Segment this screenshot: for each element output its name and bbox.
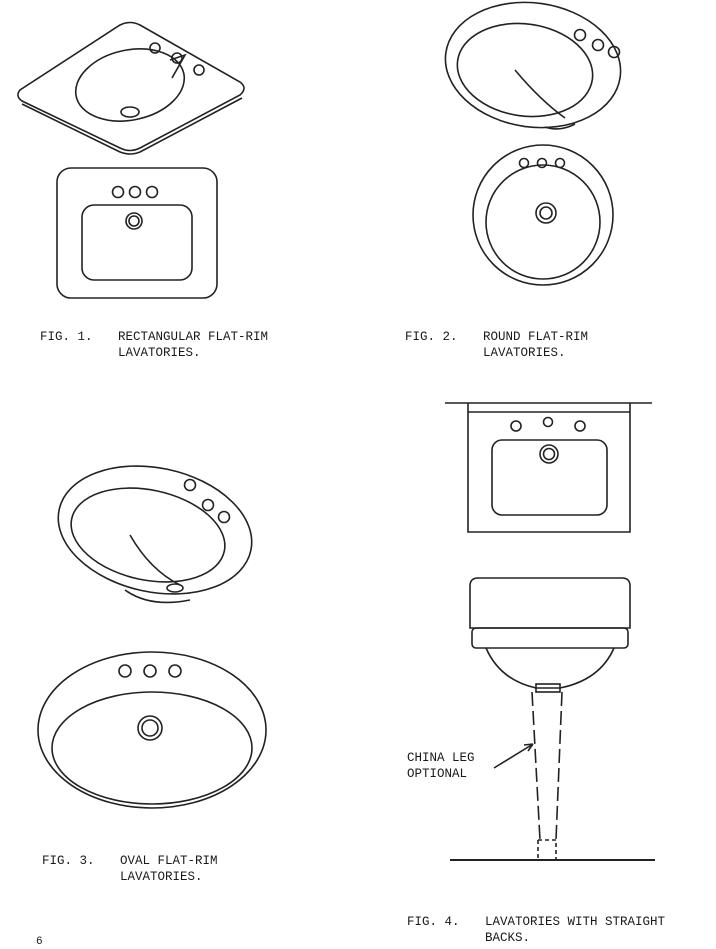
- fig4-title-line2: BACKS.: [485, 931, 531, 945]
- callout-line1: CHINA LEG: [407, 751, 475, 765]
- callout-line2: OPTIONAL: [407, 767, 468, 781]
- fig4-plan-drawing: [445, 402, 652, 533]
- fig3-title-line1: OVAL FLAT-RIM: [120, 854, 218, 868]
- fig4-title-line1: LAVATORIES WITH STRAIGHT: [485, 915, 666, 929]
- fig1-title-line1: RECTANGULAR FLAT-RIM: [118, 330, 269, 344]
- fig2-title-line1: ROUND FLAT-RIM: [483, 330, 589, 344]
- fig3-plan-drawing: [37, 651, 267, 809]
- callout-arrow: [493, 743, 534, 769]
- fig1-title-line2: LAVATORIES.: [118, 346, 201, 360]
- fig3-caption: FIG. 3. OVAL FLAT-RIM LAVATORIES.: [42, 853, 218, 885]
- china-leg-callout: CHINA LEG OPTIONAL: [407, 750, 475, 782]
- fig1-number: FIG. 1.: [40, 330, 93, 344]
- fig3-number: FIG. 3.: [42, 854, 95, 868]
- fig2-plan-drawing: [472, 144, 614, 286]
- fig1-perspective-drawing: [17, 21, 245, 155]
- page-number: 6: [36, 936, 43, 948]
- fig4-elevation-drawing: [450, 577, 655, 861]
- fig3-perspective-drawing: [57, 465, 253, 604]
- fig4-caption: FIG. 4. LAVATORIES WITH STRAIGHT BACKS.: [407, 914, 665, 946]
- fig4-number: FIG. 4.: [407, 915, 460, 929]
- fig1-plan-drawing: [56, 167, 218, 299]
- fig2-number: FIG. 2.: [405, 330, 458, 344]
- fig1-caption: FIG. 1. RECTANGULAR FLAT-RIM LAVATORIES.: [40, 329, 268, 361]
- fig3-title-line2: LAVATORIES.: [120, 870, 203, 884]
- fig2-perspective-drawing: [444, 1, 622, 130]
- fig2-title-line2: LAVATORIES.: [483, 346, 566, 360]
- fig2-caption: FIG. 2. ROUND FLAT-RIM LAVATORIES.: [405, 329, 588, 361]
